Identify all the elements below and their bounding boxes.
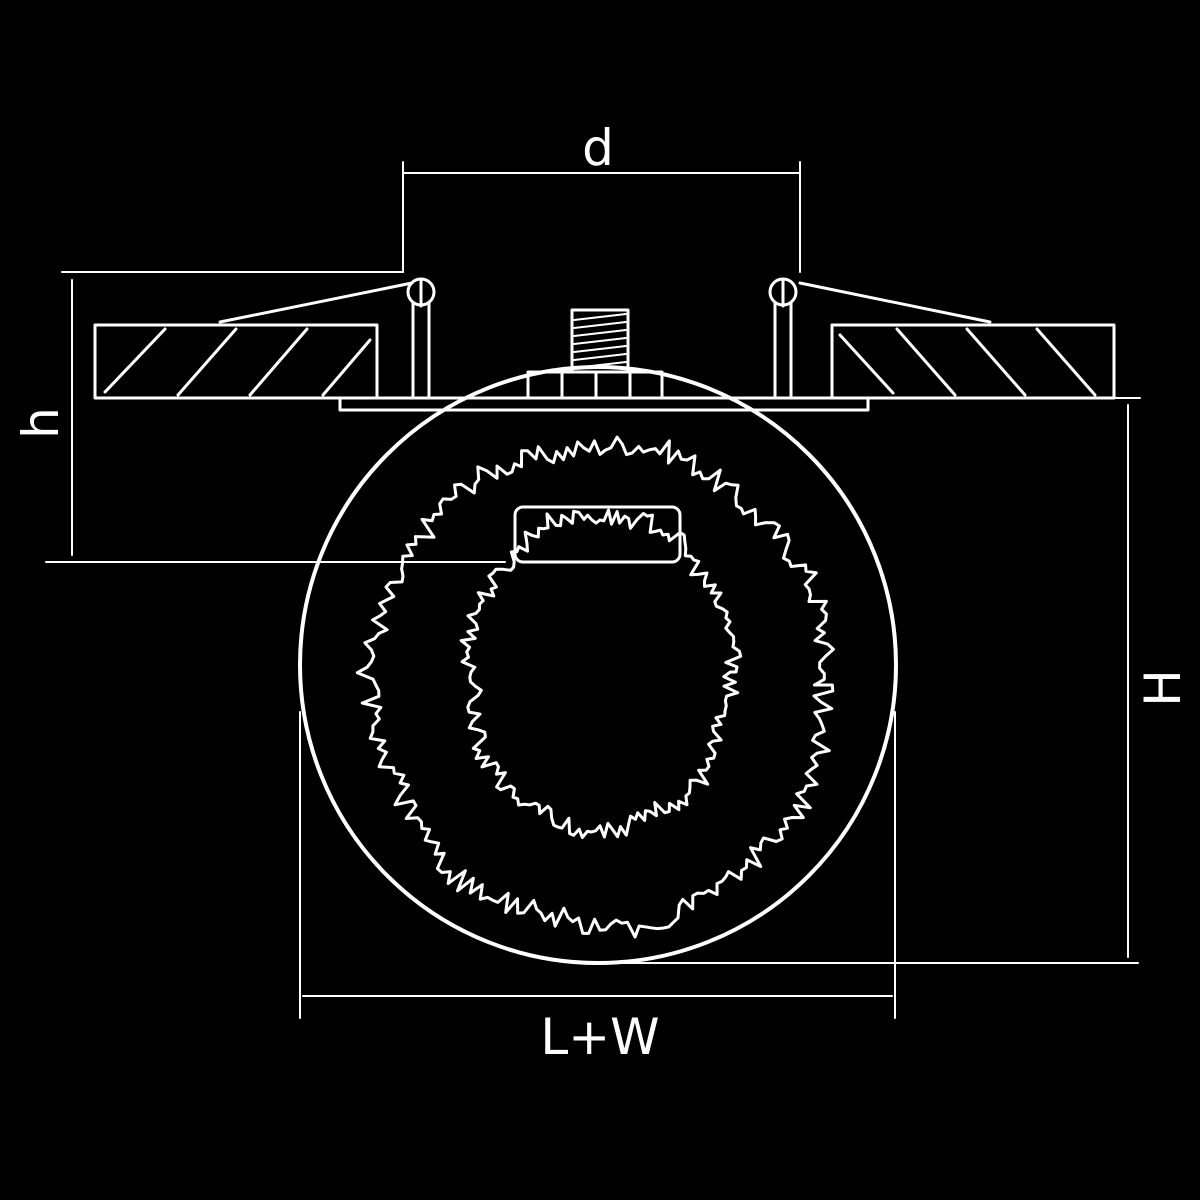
right-hatch-3 [965, 327, 1027, 397]
left-frame-rect [93, 323, 379, 400]
label-lw: L+W [540, 1008, 659, 1066]
left-frame-section [93, 323, 379, 400]
left-spring-arm [218, 281, 414, 324]
left-hatch-1 [103, 327, 167, 394]
thread-line [573, 337, 627, 345]
thread-line [573, 313, 627, 321]
label-h: h [12, 407, 70, 439]
label-d: d [582, 119, 614, 177]
dimension-d [402, 161, 801, 273]
right-frame-rect [830, 323, 1116, 400]
dimension-h [45, 271, 506, 563]
thread-line [573, 329, 627, 337]
crackle-inner-outline [459, 508, 743, 839]
thread-line [573, 321, 627, 329]
right-spring-clip [768, 277, 992, 400]
right-hatch-2 [895, 327, 957, 397]
left-hatch-4 [321, 338, 372, 397]
thread-line [573, 345, 627, 353]
crackle-outer-outline [355, 435, 835, 939]
thread-line [573, 353, 627, 361]
left-hatch-2 [176, 327, 238, 397]
glass-globe [298, 365, 898, 965]
right-spring-arm [798, 281, 992, 324]
threaded-stud-body [570, 308, 630, 374]
label-H: H [1134, 669, 1192, 707]
right-hatch-4 [1035, 327, 1097, 397]
lamp-capsule [513, 505, 682, 564]
left-hatch-3 [248, 327, 309, 397]
dimension-lw [299, 711, 896, 1019]
right-frame-section [830, 323, 1116, 400]
right-hatch-1 [838, 333, 895, 395]
left-spring-clip [218, 277, 436, 400]
